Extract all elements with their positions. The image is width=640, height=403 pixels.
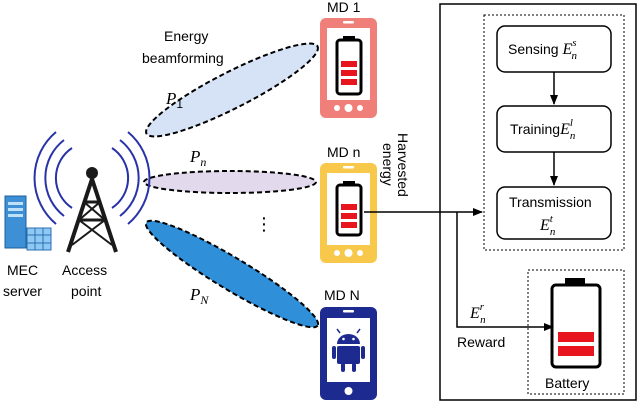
beam-mdN xyxy=(144,219,320,329)
power-label-p1: P1 xyxy=(165,89,183,111)
battery-label: Battery xyxy=(545,375,589,391)
transmission-label: Transmission xyxy=(509,194,592,210)
tower-icon xyxy=(33,131,151,253)
phone-icon-md1 xyxy=(320,18,377,118)
android-icon xyxy=(332,328,365,372)
md1-label: MD 1 xyxy=(327,0,361,15)
battery-icon-mdn xyxy=(335,181,363,237)
phone-icon-mdn xyxy=(320,163,377,263)
phone-icon-mdN xyxy=(320,307,377,400)
access-point-label-line2: point xyxy=(71,283,101,299)
energy-beamforming-label-line1: Energy xyxy=(164,28,208,44)
mdN-label: MD N xyxy=(324,287,360,303)
battery-box xyxy=(527,269,625,395)
battery-icon-main xyxy=(550,278,602,369)
mec-label-line2: server xyxy=(3,283,42,299)
beam-mdn xyxy=(143,170,317,194)
device-model-box xyxy=(439,3,637,401)
reward-arrow xyxy=(456,212,554,331)
energy-beamforming-label-line2: beamforming xyxy=(142,50,224,66)
power-label-pN: PN xyxy=(189,285,209,307)
reward-label: Reward xyxy=(457,334,505,350)
vertical-dots: ⋮ xyxy=(255,214,273,234)
mdn-label: MD n xyxy=(327,144,360,160)
server-icon xyxy=(4,195,52,251)
transmission-block xyxy=(496,186,612,240)
beam-md1 xyxy=(145,42,319,138)
harvested-energy-label-line2: energy xyxy=(380,143,396,186)
energy-consumption-box xyxy=(483,14,625,251)
access-point-label-line1: Access xyxy=(62,262,107,278)
harvested-energy-label-line1: Harvested xyxy=(395,133,411,197)
battery-icon-md1 xyxy=(335,36,363,96)
mec-label-line1: MEC xyxy=(7,262,38,278)
power-label-pn: Pn xyxy=(189,147,206,169)
